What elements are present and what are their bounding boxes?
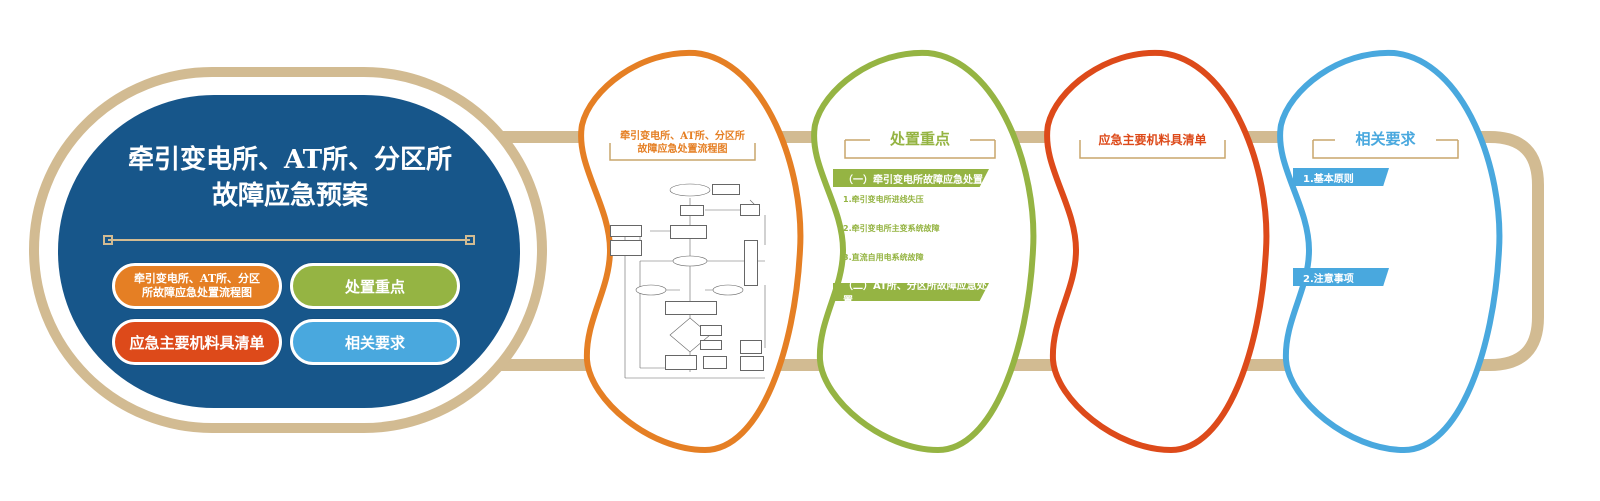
connector-rail: [480, 131, 1544, 371]
flowchart-node: [610, 225, 642, 237]
key-point-item[interactable]: 3.直流自用电系统故障: [843, 253, 924, 262]
card-requirements-title: 相关要求: [1355, 130, 1416, 148]
key-point-item[interactable]: 2.牵引变电所主变系统故障: [843, 224, 940, 233]
flowchart-node: [740, 340, 762, 354]
card-flowchart-title: 牵引变电所、AT所、分区所 故障应急处置流程图: [620, 131, 745, 155]
flowchart-node: [703, 356, 727, 369]
card-materials-outline: [1044, 49, 1270, 454]
flowchart-node: [680, 205, 704, 216]
main-title: 牵引变电所、AT所、分区所 故障应急预案: [100, 142, 480, 214]
flowchart-button[interactable]: 牵引变电所、AT所、分区所故障应急处置流程图: [112, 263, 282, 309]
card-requirements-outline: [1277, 49, 1503, 454]
flowchart-node: [740, 356, 764, 371]
requirement-item-principles[interactable]: 1.基本原则: [1293, 168, 1389, 186]
card-key-points-title: 处置重点: [889, 130, 950, 148]
flowchart-node: [665, 355, 697, 370]
flowchart-node: [740, 204, 760, 216]
key-points-button[interactable]: 处置重点: [290, 263, 460, 309]
title-frames: [609, 139, 1459, 161]
flowchart-node: [700, 340, 722, 350]
key-point-item[interactable]: 1.牵引变电所进线失压: [843, 195, 924, 204]
card-materials-title: 应急主要机料具清单: [1098, 133, 1207, 147]
flowchart-node: [712, 184, 740, 195]
requirement-item-notes[interactable]: 2.注意事项: [1293, 268, 1389, 286]
flowchart-node: [665, 301, 717, 315]
main-title-line2: 故障应急预案: [211, 181, 368, 211]
flowchart-node: [744, 240, 758, 286]
section-banner-at-station[interactable]: （二）AT所、分区所故障应急处置: [833, 283, 989, 301]
section-banner-substation[interactable]: （一）牵引变电所故障应急处置: [833, 169, 989, 187]
requirements-button[interactable]: 相关要求: [290, 319, 460, 365]
card-key-points-outline: [811, 49, 1037, 454]
flowchart-node: [700, 325, 722, 336]
materials-list-button[interactable]: 应急主要机料具清单: [112, 319, 282, 365]
flowchart-node: [670, 225, 707, 239]
flowchart-node: [610, 240, 642, 256]
main-title-line1: 牵引变电所、AT所、分区所: [127, 145, 453, 175]
